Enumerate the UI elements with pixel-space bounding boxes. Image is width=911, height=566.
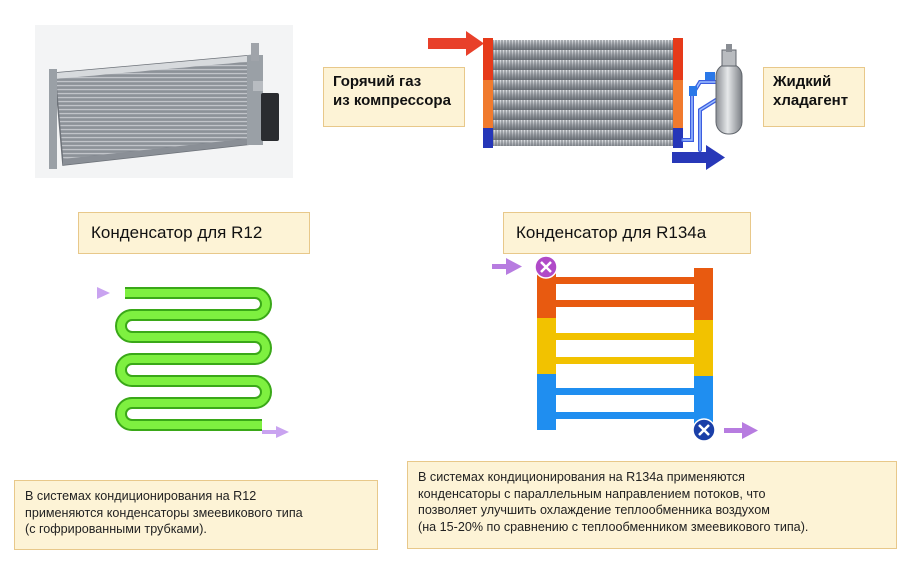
r134a-desc-line: конденсаторы с параллельным направлением…	[418, 486, 766, 501]
inlet-marker-icon	[534, 255, 558, 279]
r134a-desc-line: позволяет улучшить охлаждение теплообмен…	[418, 503, 770, 517]
hot-gas-label: Горячий газ из компрессора	[323, 67, 465, 127]
liquid-arrow	[672, 145, 725, 170]
r12-description: В системах кондиционирования на R12 прим…	[14, 480, 378, 550]
left-header	[483, 38, 493, 148]
liquid-label-line2: хладагент	[773, 92, 849, 109]
r134a-desc-line: (на 15-20% по сравнению с теплообменнико…	[418, 519, 809, 534]
r134a-desc-line: В системах кондиционирования на R134a пр…	[418, 470, 745, 484]
r134a-title-text: Конденсатор для R134a	[516, 223, 707, 242]
r12-title-text: Конденсатор для R12	[91, 223, 263, 242]
r12-title: Конденсатор для R12	[78, 212, 310, 254]
outlet-marker-icon	[692, 418, 716, 442]
drier-piping	[681, 72, 718, 152]
r12-desc-line: применяются конденсаторы змеевикового ти…	[25, 505, 303, 520]
r12-desc-line: В системах кондиционирования на R12	[25, 489, 257, 503]
r134a-parallel	[492, 255, 758, 442]
r134a-title: Конденсатор для R134a	[503, 212, 751, 254]
condenser-photo	[35, 25, 293, 178]
r12-desc-line: (с гофрированными трубками).	[25, 522, 207, 536]
r134a-description: В системах кондиционирования на R134a пр…	[407, 461, 897, 549]
hot-gas-arrow	[428, 31, 484, 56]
receiver-drier-icon	[715, 44, 743, 135]
liquid-label-line1: Жидкий	[773, 73, 832, 90]
r12-serpentine	[97, 287, 289, 438]
right-header	[673, 38, 683, 148]
condenser-core	[492, 40, 674, 146]
hot-gas-label-line2: из компрессора	[333, 92, 451, 109]
hot-gas-label-line1: Горячий газ	[333, 73, 422, 90]
liquid-label: Жидкий хладагент	[763, 67, 865, 127]
